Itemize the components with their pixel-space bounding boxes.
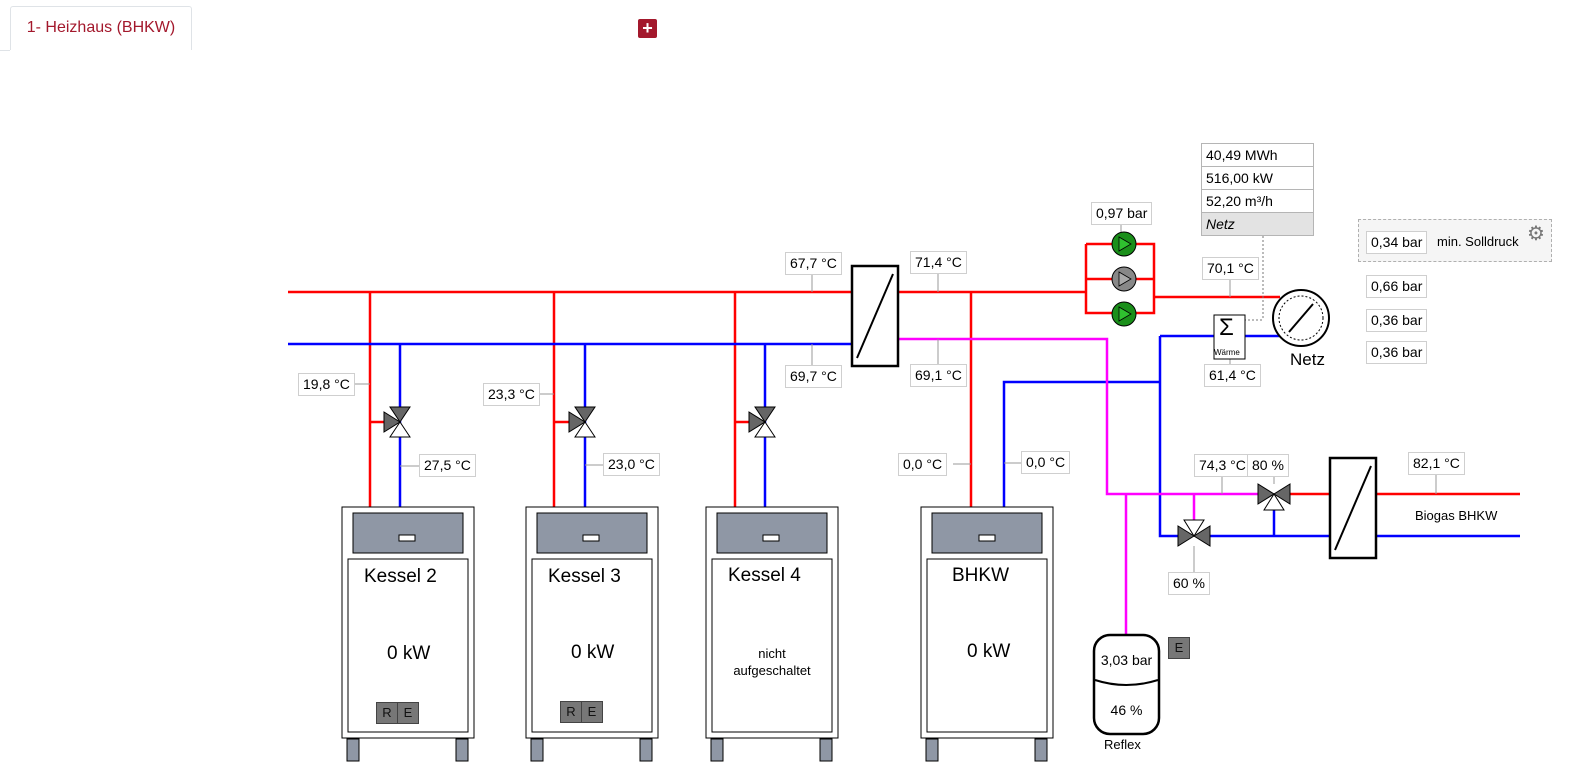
buffer-pipes (898, 337, 1260, 635)
heat-exchanger-biogas (1328, 456, 1378, 560)
boiler-bhkw-body (920, 506, 1054, 762)
meter-name: Netz (1202, 213, 1313, 235)
temp-hx-out-return: 69,1 °C (910, 364, 967, 387)
pressure-3: 0,36 bar (1366, 309, 1428, 332)
heat-exchanger-main (850, 264, 900, 368)
kessel3-e-button[interactable]: E (581, 701, 603, 723)
pressure-4: 0,36 bar (1366, 341, 1428, 364)
biogas-valve[interactable] (1257, 483, 1291, 511)
biogas-valve-percent: 80 % (1247, 454, 1289, 477)
kessel2-r-button[interactable]: R (376, 702, 398, 724)
tab-heizhaus-bhkw[interactable]: 1- Heizhaus (BHKW) (10, 6, 192, 52)
tab-bar: 1- Heizhaus (BHKW) + (0, 0, 1571, 52)
boiler-kessel4-body (705, 506, 839, 762)
reflex-label: Reflex (1104, 737, 1141, 752)
temp-bhkw-return: 0,0 °C (1021, 451, 1071, 474)
pump-3[interactable] (1111, 301, 1137, 327)
reflex-level: 46 % (1110, 702, 1143, 718)
temp-k3-return: 23,0 °C (603, 453, 660, 476)
temp-net-return: 61,4 °C (1204, 364, 1261, 387)
temp-net-supply: 70,1 °C (1202, 257, 1259, 280)
meter-power: 516,00 kW (1202, 167, 1313, 190)
temp-hx-out-supply: 71,4 °C (910, 251, 967, 274)
boiler-kessel3-name: Kessel 3 (548, 566, 621, 587)
pump-pressure: 0,97 bar (1091, 202, 1153, 225)
waerme-meter-box[interactable] (1213, 314, 1246, 360)
add-tab-button[interactable]: + (638, 19, 657, 38)
boiler-bhkw-name: BHKW (952, 565, 1009, 586)
reflex-e-button[interactable]: E (1168, 637, 1190, 659)
pump-2[interactable] (1111, 266, 1137, 292)
reflex-tank (1092, 633, 1161, 736)
reflex-pressure: 3,03 bar (1100, 652, 1153, 668)
mixer-valve-percent: 60 % (1168, 572, 1210, 595)
sum-symbol-icon: Σ (1219, 314, 1234, 341)
boiler-kessel4-status-1: nicht (758, 646, 786, 661)
boiler-bhkw-power: 0 kW (967, 641, 1011, 662)
temp-k2-supply: 19,8 °C (298, 373, 355, 396)
boiler-kessel2-body (341, 506, 475, 762)
boiler-kessel4-name: Kessel 4 (728, 565, 801, 586)
supply-pipes (288, 242, 1520, 507)
biogas-bhkw-label: Biogas BHKW (1415, 508, 1498, 523)
temp-k2-return: 27,5 °C (419, 454, 476, 477)
temp-biogas-mix: 74,3 °C (1194, 454, 1251, 477)
gear-icon[interactable]: ⚙ (1527, 223, 1545, 245)
kessel2-e-button[interactable]: E (397, 702, 419, 724)
pump-1[interactable] (1111, 231, 1137, 257)
mixing-valve-kessel4[interactable] (748, 406, 776, 438)
leader-lines (352, 222, 1437, 574)
waerme-label: Wärme (1214, 348, 1240, 357)
temp-biogas-supply: 82,1 °C (1408, 452, 1465, 475)
temp-bhkw-supply: 0,0 °C (898, 453, 948, 476)
netz-consumer-icon (1272, 289, 1330, 347)
netz-label: Netz (1290, 350, 1325, 369)
return-pipes (288, 334, 1520, 538)
mixer-valve[interactable] (1177, 519, 1211, 547)
heat-meter-panel[interactable]: 40,49 MWh 516,00 kW 52,20 m³/h Netz (1201, 143, 1314, 236)
kessel3-r-button[interactable]: R (560, 701, 582, 723)
pressure-2: 0,66 bar (1366, 275, 1428, 298)
temp-hx-in-return: 69,7 °C (785, 365, 842, 388)
meter-flow: 52,20 m³/h (1202, 190, 1313, 213)
boiler-kessel3-power: 0 kW (571, 642, 615, 663)
temp-hx-in-supply: 67,7 °C (785, 252, 842, 275)
meter-energy: 40,49 MWh (1202, 144, 1313, 167)
min-solldruck-label: min. Solldruck (1437, 234, 1519, 249)
boiler-kessel2-name: Kessel 2 (364, 566, 437, 587)
pressure-1: 0,34 bar (1366, 231, 1428, 254)
temp-k3-supply: 23,3 °C (483, 383, 540, 406)
mixing-valve-kessel3[interactable] (568, 406, 596, 438)
boiler-kessel2-power: 0 kW (387, 643, 431, 664)
boiler-kessel4-status-2: aufgeschaltet (733, 663, 811, 678)
mixing-valve-kessel2[interactable] (383, 406, 411, 438)
